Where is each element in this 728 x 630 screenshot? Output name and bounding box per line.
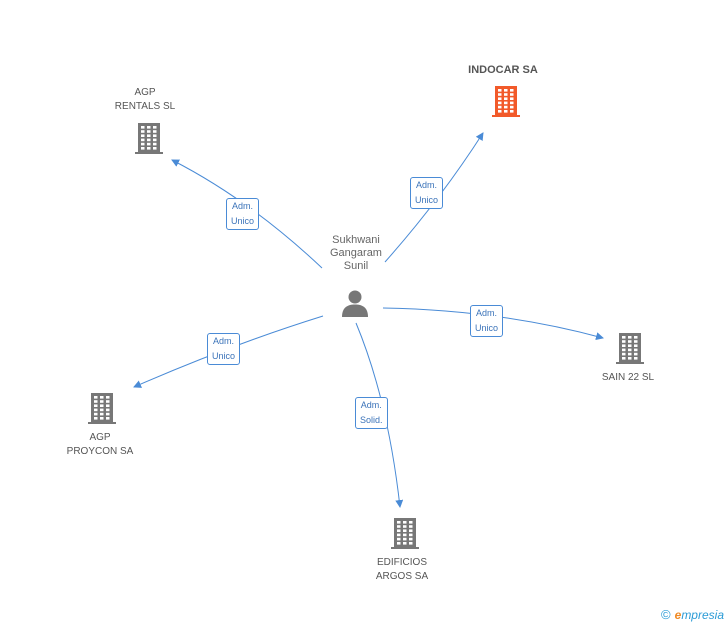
- copyright-icon: ©: [661, 607, 671, 622]
- building-icon[interactable]: [490, 84, 522, 118]
- building-icon[interactable]: [86, 391, 118, 425]
- company-label-agp-proycon[interactable]: AGP PROYCON SA: [66, 432, 134, 457]
- person-icon[interactable]: [340, 288, 370, 318]
- brand-watermark[interactable]: © empresia: [661, 607, 724, 622]
- relation-label-indocar[interactable]: Adm. Unico: [410, 177, 444, 209]
- relation-label-edificios[interactable]: Adm. Solid.: [355, 397, 388, 429]
- company-label-indocar[interactable]: INDOCAR SA: [468, 64, 538, 76]
- building-icon[interactable]: [389, 516, 421, 550]
- building-icon[interactable]: [614, 331, 646, 365]
- relation-label-sain22[interactable]: Adm. Unico: [470, 305, 504, 337]
- brand-logo: empresia: [674, 607, 724, 622]
- relation-label-agp-proycon[interactable]: Adm. Unico: [207, 333, 241, 365]
- building-icon[interactable]: [133, 121, 165, 155]
- relation-label-agp-rentals[interactable]: Adm. Unico: [226, 198, 260, 230]
- company-label-sain22[interactable]: SAIN 22 SL: [601, 372, 655, 383]
- person-name[interactable]: Sukhwani Gangaram Sunil: [330, 234, 382, 272]
- company-label-edificios[interactable]: EDIFICIOS ARGOS SA: [375, 557, 429, 582]
- company-label-agp-rentals[interactable]: AGP RENTALS SL: [114, 87, 176, 112]
